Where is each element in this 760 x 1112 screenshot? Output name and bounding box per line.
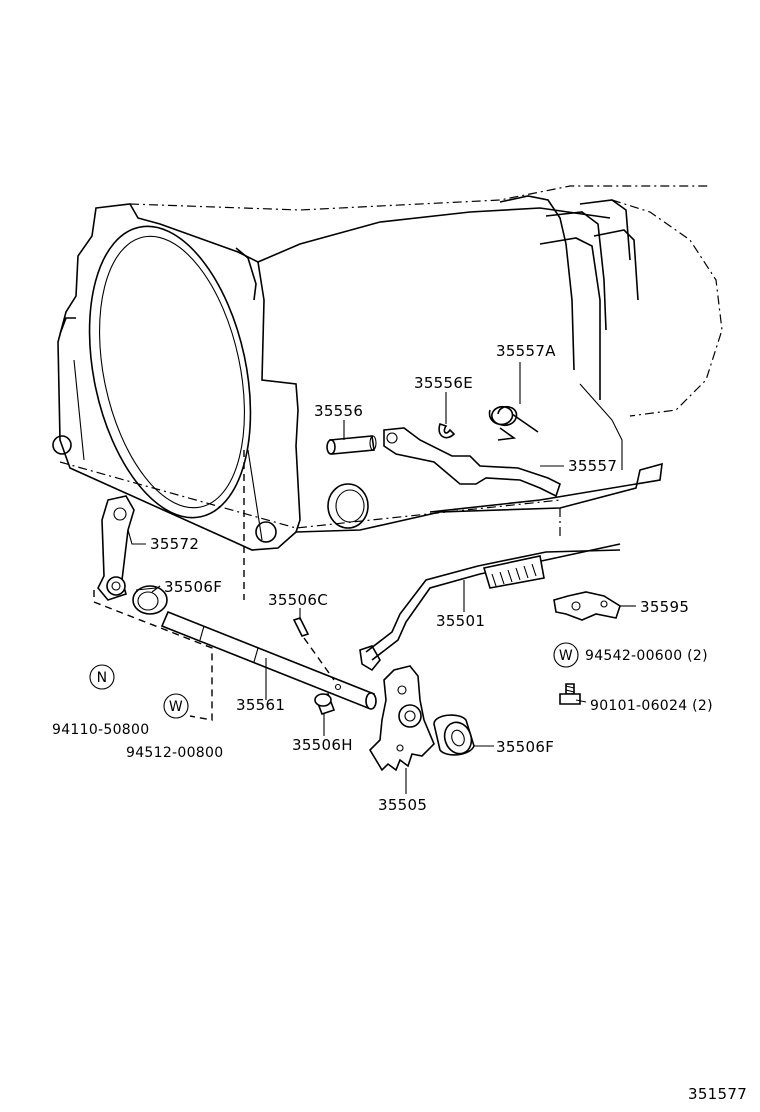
label-35595: 35595 [640, 598, 689, 616]
label-35506F-upper: 35506F [164, 578, 222, 596]
shaft-35561 [160, 610, 377, 710]
symbol-W-left-label: W [169, 699, 183, 715]
label-94512-00800: 94512-00800 [126, 745, 223, 761]
pin-35506C [292, 617, 335, 681]
label-35557: 35557 [568, 457, 617, 475]
leader-lines [127, 362, 636, 794]
label-90101-06024: 90101-06024 (2) [590, 698, 713, 714]
transmission-housing [52, 185, 723, 600]
symbol-N: N [89, 664, 115, 690]
seal-35506F-upper [132, 585, 168, 615]
label-35572: 35572 [150, 535, 199, 553]
symbol-W-right: W [553, 642, 579, 668]
label-35556: 35556 [314, 402, 363, 420]
assembly-box [93, 590, 213, 721]
label-35556E: 35556E [414, 374, 473, 392]
label-35506H: 35506H [292, 736, 353, 754]
lever-35557 [383, 427, 561, 498]
bracket-35595 [553, 591, 621, 621]
part-labels: 35557A 35556E 35556 35557 35572 35506F 3… [52, 342, 747, 1103]
rod-35501 [359, 543, 621, 672]
symbol-W-left: W [163, 693, 189, 719]
symbol-W-right-label: W [559, 648, 573, 664]
label-35561: 35561 [236, 696, 285, 714]
spring-35557A [488, 406, 539, 441]
e-clip-35556E [438, 422, 456, 439]
label-35557A: 35557A [496, 342, 556, 360]
lever-35572 [97, 495, 135, 601]
label-94542-00600: 94542-00600 (2) [585, 648, 708, 664]
bolt-90101 [559, 683, 581, 705]
pin-35556 [326, 435, 377, 455]
detent-plate-35505 [368, 665, 435, 772]
bushing-35506H [314, 692, 336, 716]
label-35506C: 35506C [268, 591, 328, 609]
label-35505: 35505 [378, 796, 427, 814]
symbol-N-label: N [97, 670, 108, 686]
label-35506F-lower: 35506F [496, 738, 554, 756]
diagram-id: 351577 [688, 1085, 747, 1103]
seal-35506F-lower [433, 714, 475, 756]
label-94110-50800: 94110-50800 [52, 722, 149, 738]
label-35501: 35501 [436, 612, 485, 630]
